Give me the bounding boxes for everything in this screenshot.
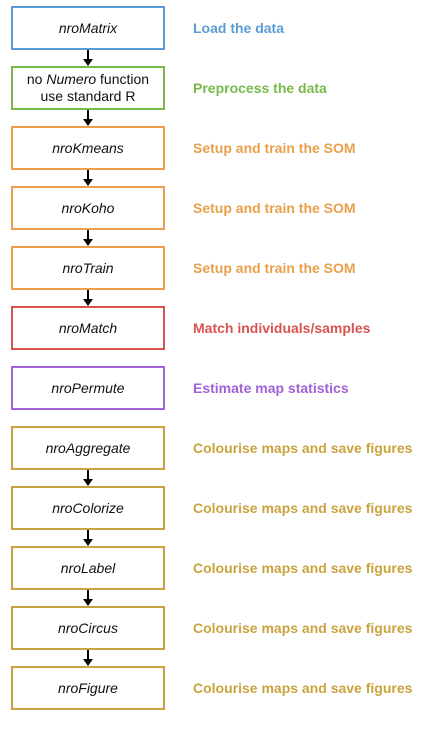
flow-arrow	[83, 290, 93, 306]
note-line-1: no Numero function	[26, 71, 150, 87]
step-box-nrokmeans: nroKmeans	[11, 126, 165, 170]
function-name: nroLabel	[60, 559, 116, 576]
step-box-nrolabel: nroLabel	[11, 546, 165, 590]
function-name: nroTrain	[62, 259, 114, 276]
step-description-colourise: Colourise maps and save figures	[193, 620, 413, 636]
step-description-preprocess: Preprocess the data	[193, 80, 327, 96]
step-box-nromatrix: nroMatrix	[11, 6, 165, 50]
function-name: nroColorize	[52, 499, 124, 516]
function-name: nroKoho	[61, 199, 115, 216]
flow-arrow	[83, 470, 93, 486]
step-description-load: Load the data	[193, 20, 285, 36]
step-description-colourise: Colourise maps and save figures	[193, 500, 413, 516]
step-box-nromatch: nroMatch	[11, 306, 165, 350]
step-box-nropermute: nroPermute	[11, 366, 165, 410]
step-box-standard-r: no Numero function use standard R	[11, 66, 165, 110]
step-box-nrofigure: nroFigure	[11, 666, 165, 710]
step-box-nrocolorize: nroColorize	[11, 486, 165, 530]
note-line-2: use standard R	[40, 88, 136, 104]
function-name: nroCircus	[58, 619, 118, 636]
flow-arrow	[83, 170, 93, 186]
function-name: nroKmeans	[52, 139, 124, 156]
step-box-nrotrain: nroTrain	[11, 246, 165, 290]
function-name: nroMatrix	[58, 19, 118, 36]
function-name: nroFigure	[58, 679, 118, 696]
flow-arrow	[83, 230, 93, 246]
step-box-nrokoho: nroKoho	[11, 186, 165, 230]
step-box-nroaggregate: nroAggregate	[11, 426, 165, 470]
step-description-colourise: Colourise maps and save figures	[193, 560, 413, 576]
flow-arrow	[83, 650, 93, 666]
step-description-colourise: Colourise maps and save figures	[193, 680, 413, 696]
function-name: nroAggregate	[45, 439, 131, 456]
step-description-colourise: Colourise maps and save figures	[193, 440, 413, 456]
step-description-setup: Setup and train the SOM	[193, 200, 356, 216]
function-name: nroMatch	[58, 319, 118, 336]
step-box-nrocircus: nroCircus	[11, 606, 165, 650]
step-description-setup: Setup and train the SOM	[193, 140, 356, 156]
step-description-match: Match individuals/samples	[193, 320, 371, 336]
step-description-setup: Setup and train the SOM	[193, 260, 356, 276]
flow-arrow	[83, 530, 93, 546]
flow-arrow	[83, 50, 93, 66]
flow-arrow	[83, 110, 93, 126]
step-description-permute: Estimate map statistics	[193, 380, 349, 396]
flow-arrow	[83, 590, 93, 606]
function-name: nroPermute	[51, 379, 125, 396]
